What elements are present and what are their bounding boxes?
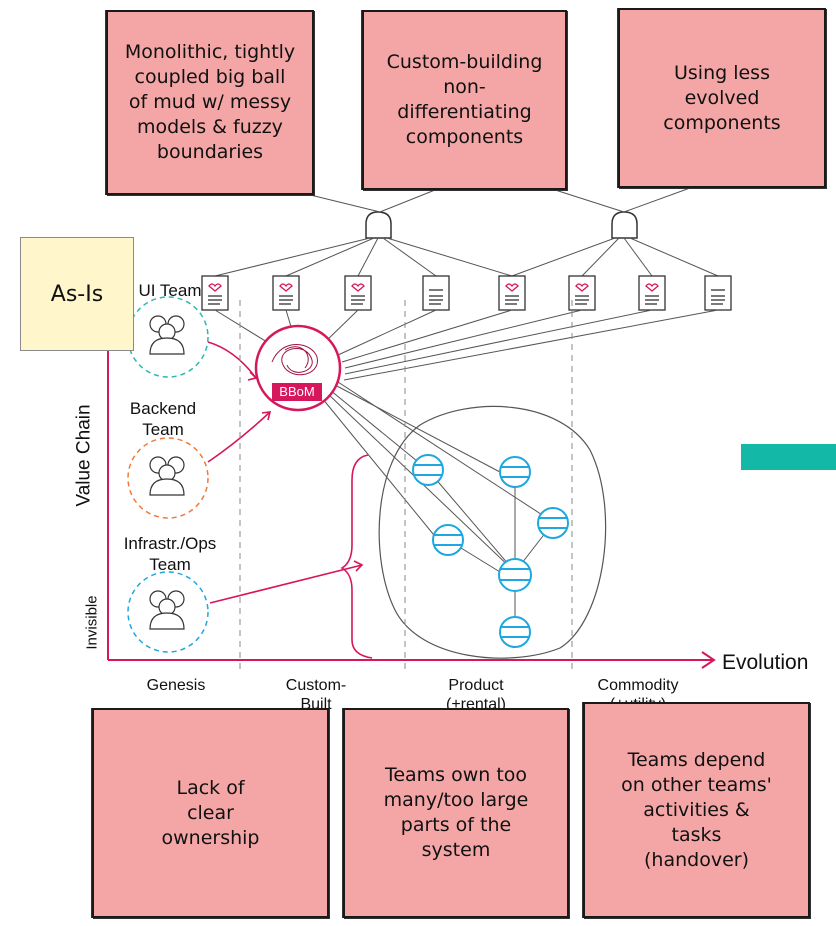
team-arrows [207,341,364,604]
service-icon [499,456,531,488]
stage-dividers [239,300,573,670]
platform-boundary [378,405,607,659]
stage-genesis: Genesis [146,677,206,694]
document-icon [568,275,596,311]
note-text: Teams depend on other teams' activities … [621,748,772,871]
backend-team-label: Backend Team [129,399,197,439]
service-icon [498,558,532,592]
document-icon [704,275,732,311]
document-icon [272,275,300,311]
note-text: Teams own too many/too large parts of th… [383,764,529,861]
gate-output-lines [214,237,719,277]
note-text: Monolithic, tightly coupled big ball of … [124,41,296,163]
service-icon [537,507,569,539]
note-text: Using less evolved components [663,61,781,134]
ui-team-label: UI Team [138,281,202,300]
bbom-label: BBoM [279,384,315,399]
people-icon [149,590,185,630]
and-gate-left [365,211,392,239]
note-teams-depend: Teams depend on other teams' activities … [583,702,810,918]
service-icon [432,524,464,556]
people-icons [149,315,185,630]
note-text: Custom-building non- differentiating com… [386,51,543,148]
service-nodes [412,454,569,648]
document-icon [344,275,372,311]
x-axis-label: Evolution [722,651,809,674]
document-icon [498,275,526,311]
note-teams-own-too-much: Teams own too many/too large parts of th… [343,708,569,918]
document-icon [422,275,450,311]
curly-brace [340,454,373,659]
document-bbom-lines [214,309,719,381]
service-icon [412,454,444,486]
service-icon [499,616,531,648]
document-icon [638,275,666,311]
x-axis-arrow [701,651,716,669]
as-is-note: As-Is [20,237,134,351]
note-lack-ownership: Lack of clear ownership [92,708,329,918]
note-less-evolved: Using less evolved components [618,8,826,188]
note-custom-building: Custom-building non- differentiating com… [362,10,567,190]
people-icon [149,315,185,355]
y-axis-label: Value Chain [73,404,95,507]
document-icons [201,275,732,311]
note-monolithic: Monolithic, tightly coupled big ball of … [106,10,314,195]
teal-accent-bar [741,444,836,470]
y-axis-invisible-label: Invisible [83,595,101,650]
bbom-node [254,324,342,412]
and-gate-right [611,211,638,239]
note-text: Lack of clear ownership [161,776,260,849]
document-icon [201,275,229,311]
infra-team-label: Infrastr./Ops Team [123,534,217,574]
people-icon [149,456,185,496]
